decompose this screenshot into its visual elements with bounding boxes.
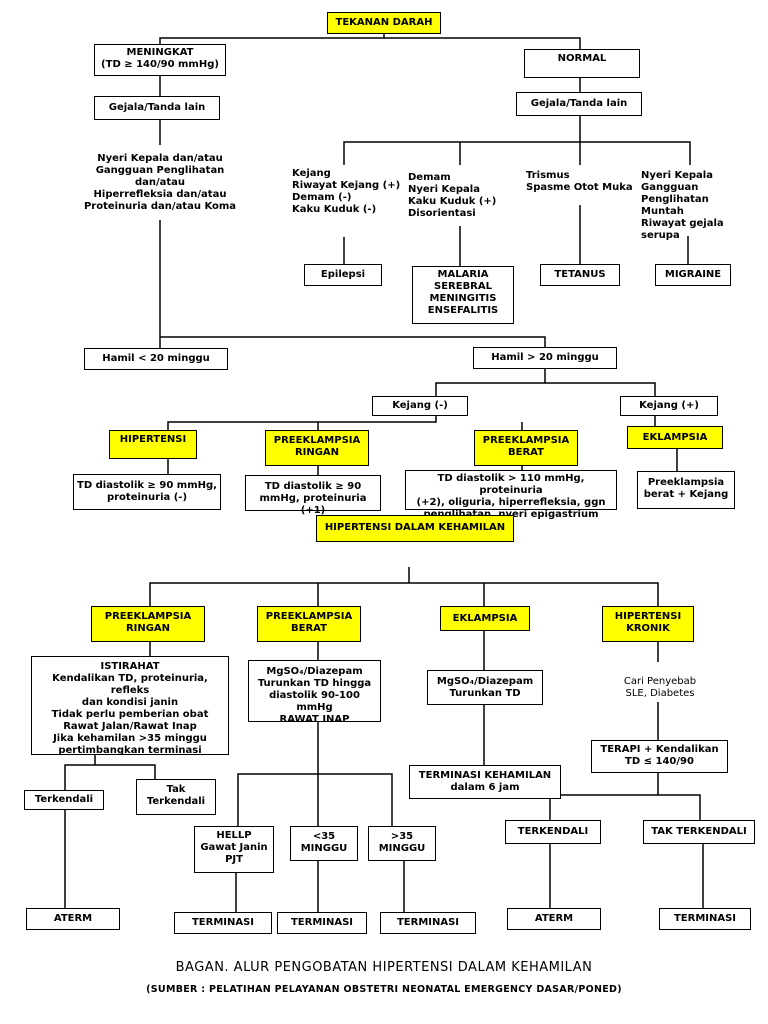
malaria-box: MALARIA SEREBRAL MENINGITIS ENSEFALITIS bbox=[412, 266, 514, 324]
terkendali-left-box: Terkendali bbox=[24, 790, 104, 810]
pe-ringan-top-box: PREEKLAMPSIA RINGAN bbox=[265, 430, 369, 466]
gejala-left-box: Gejala/Tanda lain bbox=[94, 96, 220, 120]
branch4-text: Nyeri Kepala Gangguan Penglihatan Muntah… bbox=[641, 170, 724, 241]
hipertensi-box: HIPERTENSI bbox=[109, 430, 197, 459]
mgso4-berat-box: MgSO₄/Diazepam Turunkan TD hingga diasto… bbox=[248, 660, 381, 725]
eklampsia-desc-box: Preeklampsia berat + Kejang bbox=[637, 471, 735, 509]
hamil-lt20-box: Hamil < 20 minggu bbox=[84, 348, 228, 370]
terminasi-box-3: TERMINASI bbox=[380, 912, 476, 934]
branch2-text: Demam Nyeri Kepala Kaku Kuduk (+) Disori… bbox=[408, 172, 497, 219]
hellp-box: HELLP Gawat Janin PJT bbox=[194, 826, 274, 873]
hipertensi-desc-box: TD diastolik ≥ 90 mmHg, proteinuria (-) bbox=[73, 474, 221, 510]
pe-berat-desc-box: TD diastolik > 110 mmHg, proteinuria (+2… bbox=[405, 470, 617, 520]
lt35-box: <35 MINGGU bbox=[290, 826, 358, 861]
terminasi-box-1: TERMINASI bbox=[174, 912, 272, 934]
terkendali-right-box: TERKENDALI bbox=[505, 820, 601, 844]
meningkat-box: MENINGKAT (TD ≥ 140/90 mmHg) bbox=[94, 44, 226, 76]
eklampsia-treat-box: EKLAMPSIA bbox=[440, 606, 530, 631]
caption-title: BAGAN. ALUR PENGOBATAN HIPERTENSI DALAM … bbox=[175, 960, 593, 975]
branch3-text: Trismus Spasme Otot Muka bbox=[526, 170, 633, 193]
aterm-right-box: ATERM bbox=[507, 908, 601, 930]
eklampsia-top-box: EKLAMPSIA bbox=[627, 426, 723, 449]
hipertensi-kronik-box: HIPERTENSI KRONIK bbox=[602, 606, 694, 642]
gejala-right-box: Gejala/Tanda lain bbox=[516, 92, 642, 116]
tak-terkendali-left-box: Tak Terkendali bbox=[136, 779, 216, 815]
epilepsi-box: Epilepsi bbox=[304, 264, 382, 286]
pe-berat-top-box: PREEKLAMPSIA BERAT bbox=[474, 430, 578, 466]
kejang-neg-box: Kejang (-) bbox=[372, 396, 468, 416]
tetanus-box: TETANUS bbox=[540, 264, 620, 286]
pe-ringan-desc-box: TD diastolik ≥ 90 mmHg, proteinuria (+1) bbox=[245, 475, 381, 516]
istirahat-box: ISTIRAHAT Kendalikan TD, proteinuria, re… bbox=[31, 656, 229, 756]
pe-ringan-treat-box: PREEKLAMPSIA RINGAN bbox=[91, 606, 205, 642]
kejang-pos-box: Kejang (+) bbox=[620, 396, 718, 416]
terapi-box: TERAPI + Kendalikan TD ≤ 140/90 bbox=[591, 740, 728, 773]
mgso4-eklampsia-box: MgSO₄/Diazepam Turunkan TD bbox=[427, 670, 543, 705]
pe-berat-treat-box: PREEKLAMPSIA BERAT bbox=[257, 606, 361, 642]
migraine-box: MIGRAINE bbox=[655, 264, 731, 286]
terminasi-box-2: TERMINASI bbox=[277, 912, 367, 934]
left-symptoms-text: Nyeri Kepala dan/atau Gangguan Penglihat… bbox=[83, 153, 237, 212]
hamil-gt20-box: Hamil > 20 minggu bbox=[473, 347, 617, 369]
normal-box: NORMAL bbox=[524, 49, 640, 78]
terminasi-right-box: TERMINASI bbox=[659, 908, 751, 930]
tak-terkendali-right-box: TAK TERKENDALI bbox=[643, 820, 755, 844]
hdk-box: HIPERTENSI DALAM KEHAMILAN bbox=[316, 515, 514, 542]
terminasi-kehamilan-box: TERMINASI KEHAMILAN dalam 6 jam bbox=[409, 765, 561, 799]
branch1-text: Kejang Riwayat Kejang (+) Demam (-) Kaku… bbox=[292, 168, 401, 215]
caption-source: (SUMBER : PELATIHAN PELAYANAN OBSTETRI N… bbox=[146, 984, 622, 995]
aterm-left-box: ATERM bbox=[26, 908, 120, 930]
gt35-box: >35 MINGGU bbox=[368, 826, 436, 861]
cari-penyebab-text: Cari Penyebab SLE, Diabetes bbox=[623, 676, 697, 699]
tekanan-darah-box: TEKANAN DARAH bbox=[327, 12, 441, 34]
